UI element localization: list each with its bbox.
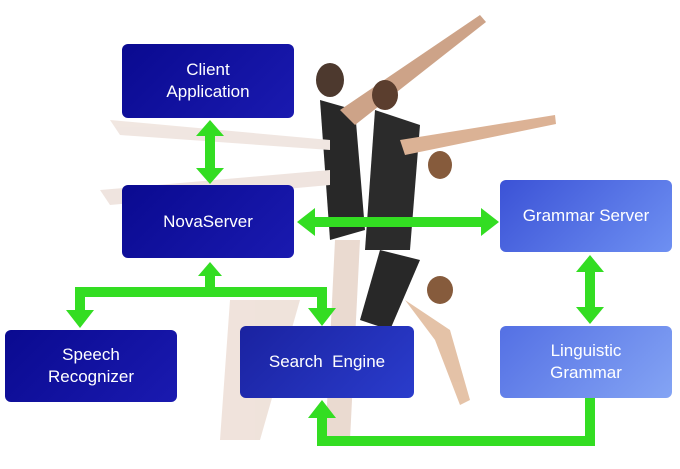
node-search-engine: Search Engine [240,326,414,398]
arrow-client-nova [196,120,224,184]
node-label: Speech [62,345,120,364]
node-grammar-server: Grammar Server [500,180,672,252]
node-label: Recognizer [48,367,134,386]
arrow-linguistic-search [308,398,595,446]
node-label: Search Engine [268,352,386,371]
node-label: Grammar Server [522,206,650,225]
node-label: Client [186,60,230,79]
arrow-nova-branches [66,262,336,328]
node-label: Grammar [550,363,622,382]
arrow-nova-grammar-server [297,208,499,236]
node-label: Linguistic [550,341,622,360]
node-novaserver: NovaServer [122,185,294,258]
node-label: Application [166,82,250,101]
node-label: NovaServer [163,211,253,231]
arrow-grammar-linguistic [576,255,604,324]
